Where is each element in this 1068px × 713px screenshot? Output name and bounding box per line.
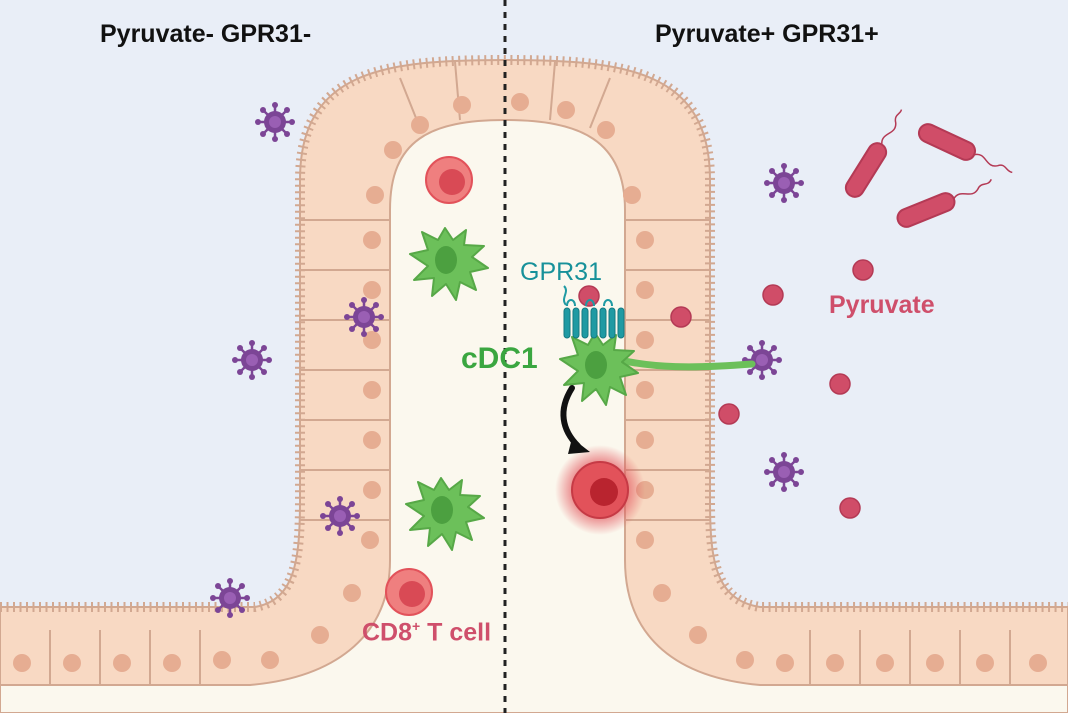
lamina-propria xyxy=(0,118,1068,713)
virus-icon xyxy=(230,338,274,382)
bacteria-icon xyxy=(841,109,903,202)
pyruvate-molecules xyxy=(578,259,874,519)
cd8-label-superscript: + xyxy=(412,618,421,634)
virus-icon xyxy=(253,100,297,144)
virus-icon xyxy=(762,450,806,494)
bacteria-icon xyxy=(893,178,992,231)
cd8-t-cell-icon xyxy=(425,156,473,204)
cd8-label-suffix: T cell xyxy=(420,618,492,647)
gpr31-receptor-icon xyxy=(563,285,625,339)
cdc1-label: cDC1 xyxy=(461,342,538,375)
activated-cd8-t-cell-icon xyxy=(555,445,645,535)
gpr31-label: GPR31 xyxy=(520,258,602,286)
panel-title-left: Pyruvate- GPR31- xyxy=(100,20,312,48)
pyruvate-label: Pyruvate xyxy=(829,291,935,319)
cd8-t-cell-label: CD8+ T cell xyxy=(362,618,491,647)
virus-icon xyxy=(762,161,806,205)
bacteria-icon xyxy=(915,120,1013,174)
virus-icon xyxy=(342,295,386,339)
virus-icon xyxy=(208,576,252,620)
panel-title-right: Pyruvate+ GPR31+ xyxy=(655,20,879,48)
virus-icon xyxy=(318,494,362,538)
cd8-t-cell-icon xyxy=(385,568,433,616)
cd8-label-prefix: CD8 xyxy=(362,618,413,647)
activation-arrow-icon xyxy=(560,385,590,454)
cdc1-cell-icon xyxy=(559,332,756,406)
virus-icon xyxy=(740,338,784,382)
